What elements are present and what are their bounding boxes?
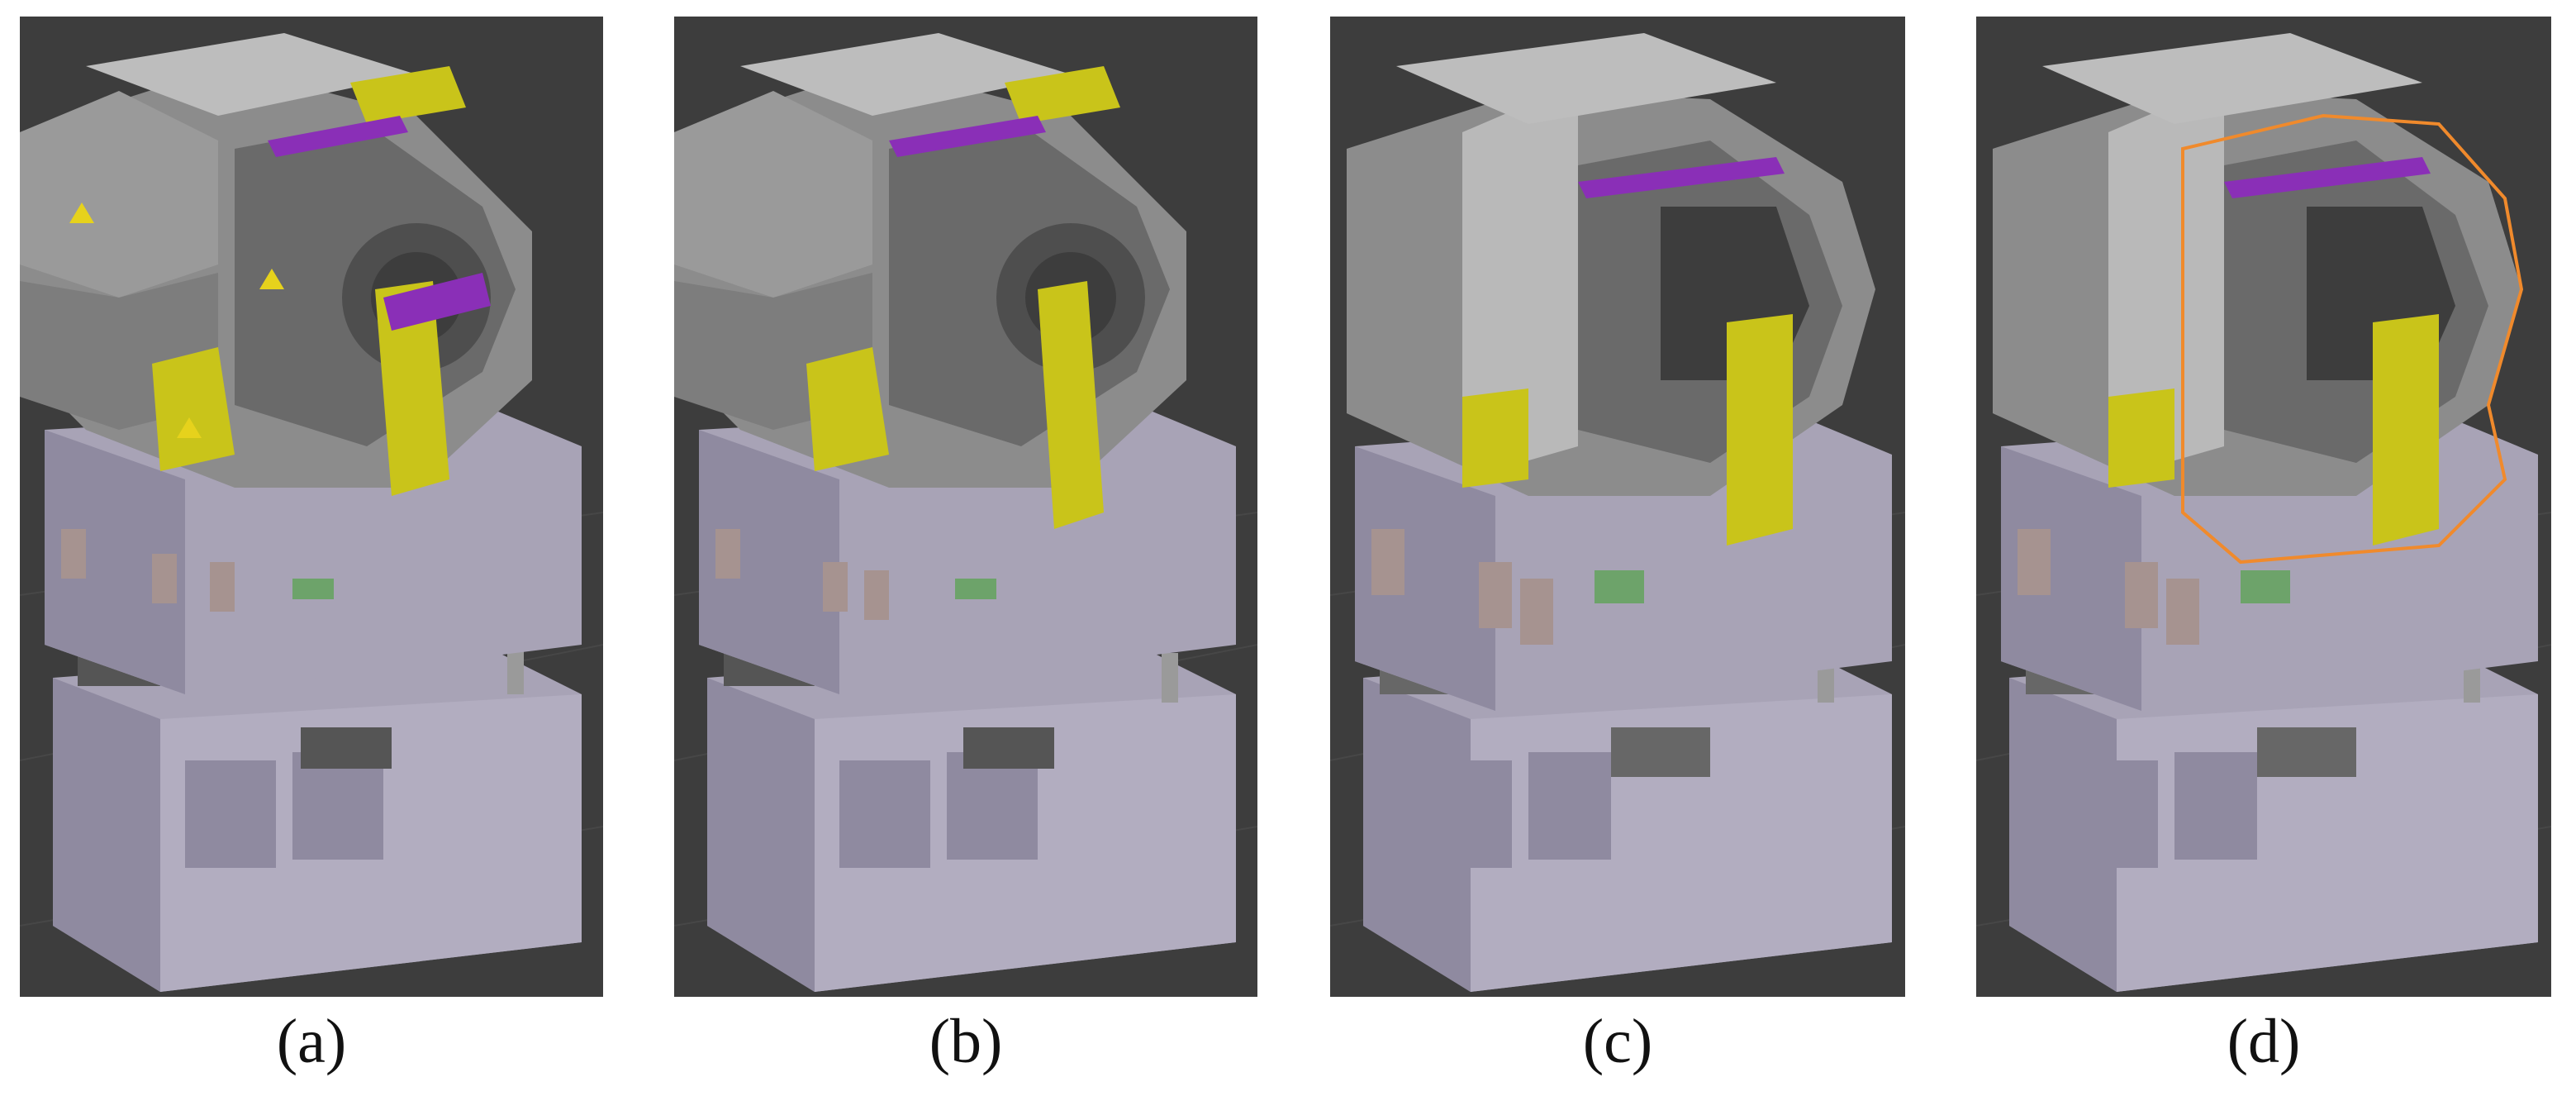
panel-caption-c: (c) — [1582, 1007, 1653, 1076]
panel-caption-b: (b) — [929, 1007, 1003, 1076]
magnet-assembly-render-b — [674, 33, 1257, 992]
selection-outline — [2181, 113, 2524, 565]
render-panel-a — [20, 17, 603, 997]
render-panel-c — [1330, 17, 1905, 997]
magnet-assembly-render-a — [20, 33, 603, 992]
render-panel-b — [674, 17, 1257, 997]
panel-caption-d: (d) — [2227, 1007, 2301, 1076]
render-panel-d — [1976, 17, 2551, 997]
panel-caption-a: (a) — [276, 1007, 347, 1076]
magnet-assembly-render-c — [1330, 33, 1905, 992]
magnet-assembly-render-d — [1976, 33, 2551, 992]
